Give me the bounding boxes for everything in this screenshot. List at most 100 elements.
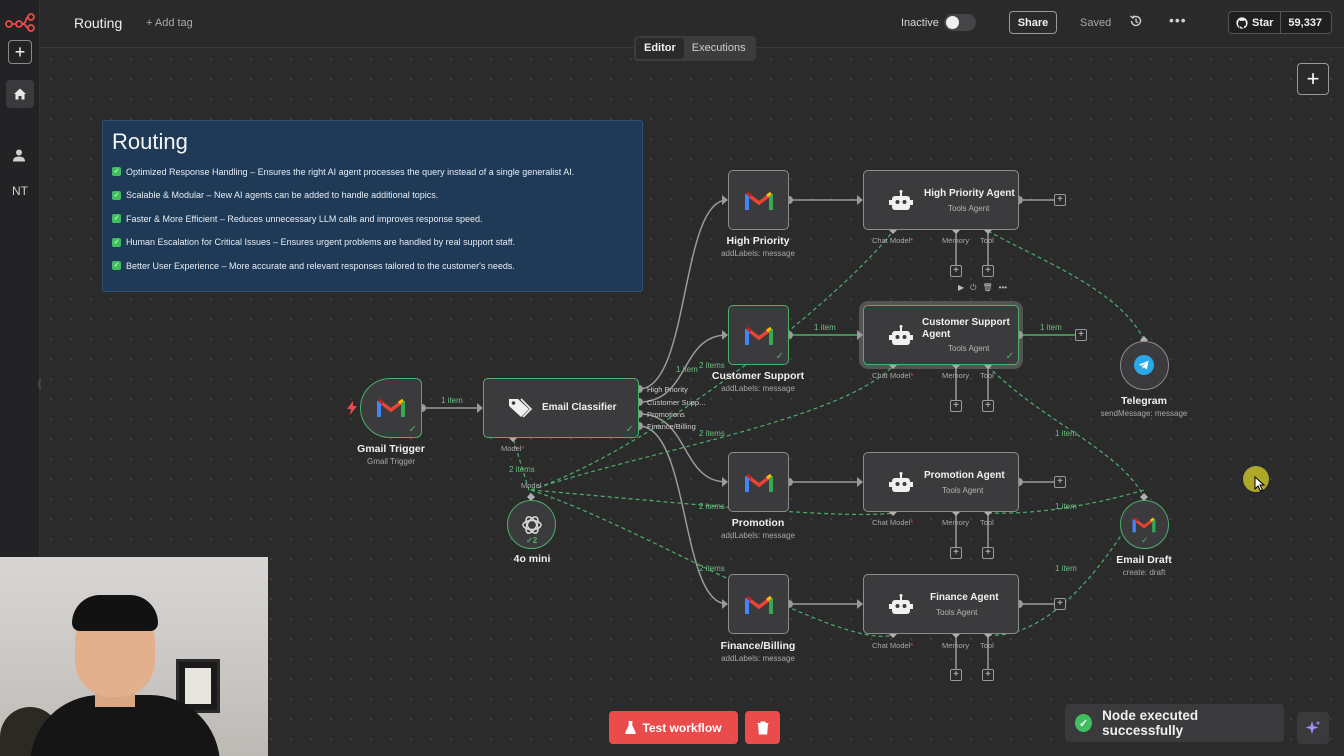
- gmail-trigger-node[interactable]: ✓: [360, 378, 422, 438]
- add-output-button[interactable]: +: [1075, 329, 1087, 341]
- active-toggle[interactable]: [944, 14, 976, 31]
- connection-item-count: 1 item: [441, 396, 463, 405]
- chat-model-port-label: Chat Model*: [872, 641, 914, 650]
- github-star-count: 59,337: [1288, 16, 1323, 29]
- success-toast: ✓ Node executed successfully: [1065, 704, 1284, 742]
- add-output-button[interactable]: +: [1054, 598, 1066, 610]
- home-button[interactable]: [6, 80, 34, 108]
- connection-item-count: 2 items: [699, 564, 725, 573]
- gmail-icon: [745, 473, 773, 492]
- user-initials[interactable]: NT: [12, 184, 28, 198]
- checkbox-icon: ✓: [112, 167, 121, 177]
- history-icon[interactable]: [1129, 14, 1143, 28]
- memory-port-label: Memory: [942, 518, 970, 527]
- gmail-icon: [745, 326, 773, 345]
- add-tool-button[interactable]: +: [982, 400, 994, 412]
- saved-status: Saved: [1080, 17, 1112, 29]
- gmail-icon: [1132, 517, 1156, 533]
- success-check-icon: ✓: [625, 424, 634, 435]
- add-memory-button[interactable]: +: [950, 547, 962, 559]
- more-options-icon[interactable]: •••: [1169, 12, 1187, 28]
- add-tool-button[interactable]: +: [982, 669, 994, 681]
- node-toolbar: ▶ ⏻ 🗑 •••: [958, 283, 1007, 293]
- agent-type: Tools Agent: [936, 608, 978, 617]
- connection-item-count: 1 item: [676, 365, 698, 374]
- share-button[interactable]: Share: [1009, 11, 1057, 34]
- connection-item-count: 1 item: [1055, 564, 1077, 573]
- finance-billing-gmail-node[interactable]: [728, 574, 789, 634]
- tab-executions[interactable]: Executions: [691, 42, 746, 54]
- add-tool-button[interactable]: +: [982, 547, 994, 559]
- tool-port-label: Tool: [980, 371, 994, 380]
- home-icon: [14, 88, 26, 100]
- checkbox-icon: ✓: [112, 190, 121, 200]
- add-output-button[interactable]: +: [1054, 194, 1066, 206]
- customer-support-gmail-node[interactable]: ✓: [728, 305, 789, 365]
- email-draft-label: Email Draft: [1116, 554, 1172, 566]
- user-icon[interactable]: [12, 148, 26, 162]
- email-classifier-label: Email Classifier: [542, 402, 617, 413]
- n8n-logo-icon[interactable]: [4, 10, 36, 32]
- agent-type: Tools Agent: [948, 204, 990, 213]
- telegram-label: Telegram: [1121, 395, 1167, 407]
- chat-model-port-label: Chat Model*: [872, 518, 914, 527]
- openai-model-label: 4o mini: [513, 553, 551, 565]
- toast-message: Node executed successfully: [1102, 708, 1199, 738]
- promotion-gmail-node[interactable]: [728, 452, 789, 512]
- promotion-agent-node[interactable]: Promotion Agent Tools Agent: [863, 452, 1019, 512]
- telegram-node[interactable]: [1120, 341, 1169, 390]
- email-draft-node[interactable]: ✓: [1120, 500, 1169, 549]
- tool-port-label: Tool: [980, 518, 994, 527]
- plus-icon: +: [1306, 66, 1320, 91]
- robot-icon: [889, 594, 913, 614]
- openai-icon: [522, 516, 542, 534]
- toggle-knob: [946, 16, 959, 29]
- add-memory-button[interactable]: +: [950, 265, 962, 277]
- output-port-label: Finance/Billing: [647, 422, 696, 431]
- connection-item-count: 1 item: [1040, 323, 1062, 332]
- workflow-title[interactable]: Routing: [74, 15, 123, 31]
- play-icon[interactable]: ▶: [958, 283, 965, 292]
- tag-icon: [509, 398, 532, 418]
- note-item: ✓Faster & More Efficient – Reduces unnec…: [112, 213, 483, 224]
- active-status-label: Inactive: [901, 17, 939, 29]
- delete-button[interactable]: [745, 711, 780, 744]
- customer-support-agent-node[interactable]: Customer Support Agent Tools Agent ✓: [863, 305, 1019, 365]
- telegram-sub: sendMessage: message: [1100, 409, 1188, 418]
- sticky-note[interactable]: Routing ✓Optimized Response Handling – E…: [102, 120, 643, 292]
- openai-model-node[interactable]: ✓2: [507, 500, 556, 549]
- output-port-label: High Priority: [647, 385, 688, 394]
- test-workflow-button[interactable]: Test workflow: [609, 711, 738, 744]
- add-output-button[interactable]: +: [1054, 476, 1066, 488]
- memory-port-label: Memory: [942, 236, 970, 245]
- checkbox-icon: ✓: [112, 237, 121, 247]
- add-node-button[interactable]: +: [1297, 63, 1329, 95]
- flask-icon: [625, 721, 637, 734]
- finance-agent-node[interactable]: Finance Agent Tools Agent: [863, 574, 1019, 634]
- note-item: ✓Human Escalation for Critical Issues – …: [112, 237, 516, 248]
- connection-item-count: 1 item: [1055, 429, 1077, 438]
- tab-editor[interactable]: Editor: [636, 38, 684, 59]
- success-check-icon: ✓: [1005, 351, 1014, 362]
- checkbox-icon: ✓: [112, 214, 121, 224]
- high-priority-agent-node[interactable]: High Priority Agent Tools Agent: [863, 170, 1019, 230]
- mouse-cursor-icon: [1254, 476, 1266, 492]
- agent-name: Finance Agent: [930, 592, 999, 603]
- create-button[interactable]: +: [8, 40, 32, 64]
- high-priority-sub: addLabels: message: [721, 249, 795, 258]
- add-tool-button[interactable]: +: [982, 265, 994, 277]
- add-tag-button[interactable]: + Add tag: [146, 17, 193, 29]
- email-classifier-node[interactable]: Email Classifier ✓: [483, 378, 639, 438]
- add-memory-button[interactable]: +: [950, 669, 962, 681]
- github-star-button[interactable]: Star 59,337: [1228, 11, 1332, 34]
- chat-model-port-label: Chat Model*: [872, 371, 914, 380]
- ai-assistant-button[interactable]: [1297, 712, 1329, 744]
- power-icon[interactable]: ⏻: [970, 283, 977, 292]
- memory-port-label: Memory: [942, 371, 970, 380]
- trash-icon[interactable]: 🗑: [982, 283, 993, 292]
- high-priority-gmail-node[interactable]: [728, 170, 789, 230]
- more-icon[interactable]: •••: [998, 283, 1008, 292]
- trash-icon: [757, 721, 768, 734]
- finance-billing-label: Finance/Billing: [720, 640, 796, 652]
- add-memory-button[interactable]: +: [950, 400, 962, 412]
